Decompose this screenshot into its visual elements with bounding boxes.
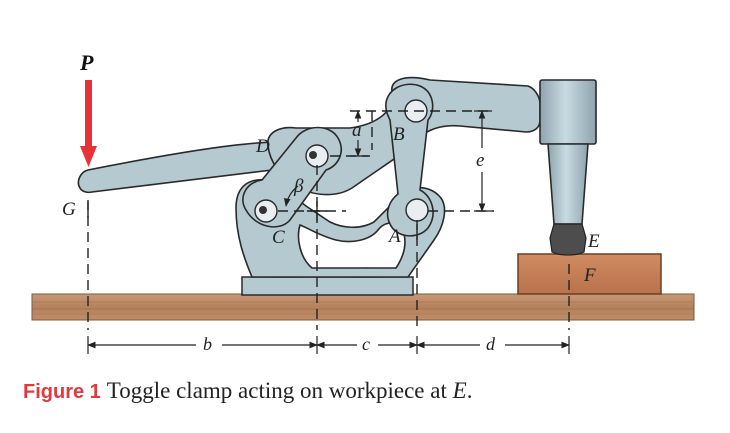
label-C: C	[272, 227, 285, 248]
clamp-spindle	[539, 79, 597, 256]
pin-A	[405, 198, 429, 222]
floor	[31, 293, 695, 321]
label-P: P	[79, 50, 94, 75]
workpiece-block	[517, 253, 662, 295]
force-arrow	[80, 80, 97, 167]
pin-C	[254, 199, 278, 223]
label-a: a	[352, 120, 362, 141]
dimension-b: b	[203, 334, 212, 354]
dimension-d: d	[486, 334, 496, 354]
label-D: D	[255, 136, 270, 157]
caption-body: Toggle clamp acting on workpiece at	[106, 378, 453, 403]
caption-text: Toggle clamp acting on workpiece at E.	[107, 378, 473, 403]
caption-end: .	[466, 378, 473, 403]
dimension-c: c	[362, 334, 370, 354]
dimension-lines	[87, 110, 570, 354]
label-e: e	[476, 150, 484, 171]
label-G: G	[62, 199, 76, 220]
label-F: F	[583, 265, 596, 286]
label-A: A	[387, 226, 401, 247]
pin-D	[305, 144, 329, 168]
caption-number: Figure 1	[23, 381, 101, 403]
label-E: E	[587, 231, 600, 252]
point-markers	[87, 201, 418, 240]
connecting-link	[385, 83, 434, 237]
caption-point: E	[452, 378, 467, 403]
label-B: B	[393, 124, 405, 145]
label-beta: β	[293, 176, 304, 197]
